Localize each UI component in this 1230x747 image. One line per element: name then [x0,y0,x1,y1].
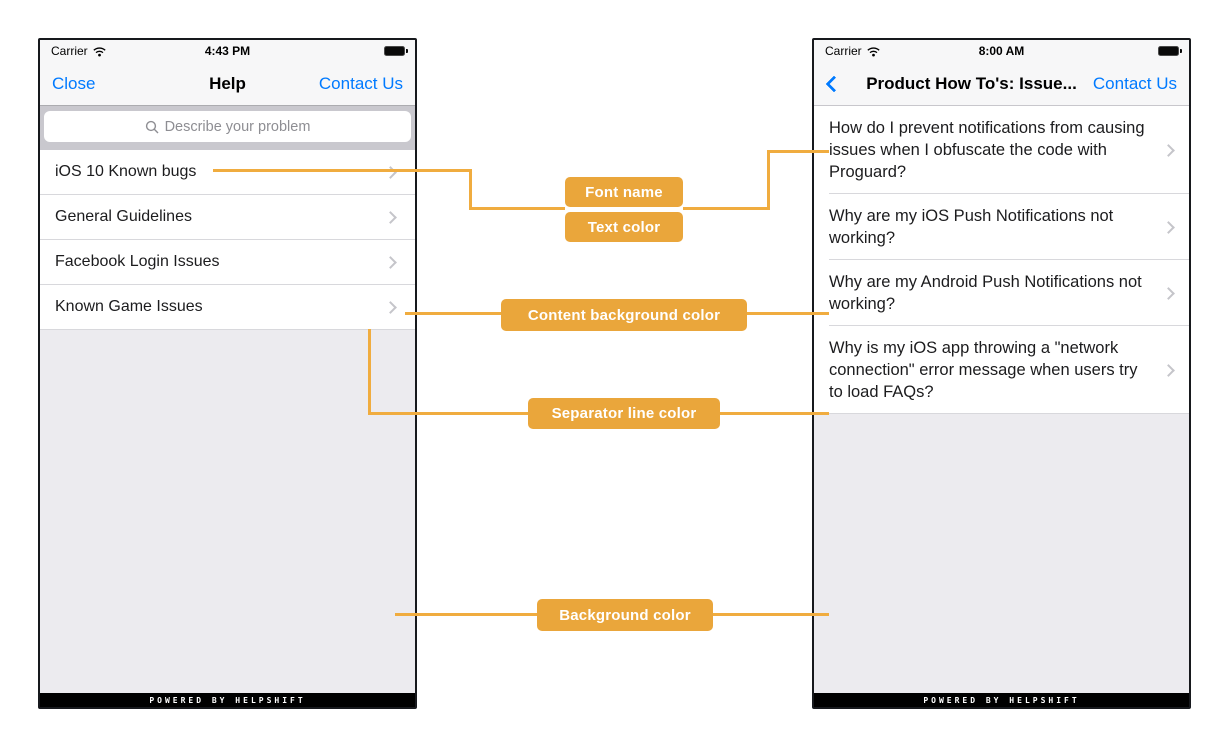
faq-row[interactable]: Why are my Android Push Notifications no… [814,260,1189,326]
carrier-text: Carrier [51,44,88,58]
connector-font-name-right-h2 [767,150,829,153]
contact-us-button[interactable]: Contact Us [318,73,403,93]
faq-row[interactable]: How do I prevent notifications from caus… [814,106,1189,194]
connector-font-name-left-h2 [469,207,565,210]
right-phone-screen: Carrier 8:00 AM Product How To's: Iss [814,40,1189,707]
connector-font-name-left-v [469,169,472,210]
annotation-font-name: Font name [565,177,683,207]
faq-section-list: iOS 10 Known bugs General Guidelines Fac… [40,150,415,330]
annotation-background-color: Background color [537,599,713,631]
list-item[interactable]: Known Game Issues [40,285,415,330]
clock: 8:00 AM [978,44,1025,58]
powered-by-helpshift-banner: POWERED BY HELPSHIFT [40,693,415,707]
connector-background-right [713,613,829,616]
list-item[interactable]: General Guidelines [40,195,415,240]
left-phone-frame: Carrier 4:43 PM Close Help Con [38,38,417,709]
connector-separator-right [720,412,829,415]
clock: 4:43 PM [204,44,251,58]
connector-font-name-right-h1 [683,207,770,210]
search-input[interactable]: Describe your problem [44,111,411,142]
faq-question-list: How do I prevent notifications from caus… [814,106,1189,414]
left-phone-screen: Carrier 4:43 PM Close Help Con [40,40,415,707]
chevron-right-icon [1162,363,1175,377]
close-button[interactable]: Close [52,73,96,93]
connector-font-name-right-v [767,150,770,210]
wifi-icon [93,46,106,57]
right-phone-frame: Carrier 8:00 AM Product How To's: Iss [812,38,1191,709]
chevron-right-icon [1162,220,1175,234]
chevron-right-icon [384,300,397,314]
carrier-text: Carrier [825,44,862,58]
status-bar: Carrier 8:00 AM [814,40,1189,62]
list-item[interactable]: iOS 10 Known bugs [40,150,415,195]
battery-icon [384,46,408,56]
status-bar: Carrier 4:43 PM [40,40,415,62]
annotation-content-background-color: Content background color [501,299,747,331]
back-chevron-icon[interactable] [825,75,843,92]
faq-row[interactable]: Why are my iOS Push Notifications not wo… [814,194,1189,260]
page-title: Product How To's: Issue... [866,73,1077,93]
nav-bar: Close Help Contact Us [40,62,415,105]
faq-row[interactable]: Why is my iOS app throwing a "network co… [814,326,1189,414]
connector-separator-left-h [368,412,528,415]
connector-font-name-left-h1 [213,169,471,172]
list-item[interactable]: Facebook Login Issues [40,240,415,285]
page-title: Help [209,73,246,93]
annotation-separator-line-color: Separator line color [528,398,720,429]
wifi-icon [867,46,880,57]
connector-content-bg-left [405,312,501,315]
carrier-label: Carrier [825,44,881,58]
contact-us-button[interactable]: Contact Us [1092,73,1177,93]
connector-content-bg-right [747,312,829,315]
battery-icon [1158,46,1182,56]
connector-background-left [395,613,537,616]
search-placeholder: Describe your problem [164,118,311,135]
chevron-right-icon [1162,143,1175,157]
annotation-text-color: Text color [565,212,683,242]
chevron-right-icon [384,210,397,224]
chevron-right-icon [384,165,397,179]
nav-bar: Product How To's: Issue... Contact Us [814,62,1189,106]
powered-by-helpshift-banner: POWERED BY HELPSHIFT [814,693,1189,707]
chevron-right-icon [384,255,397,269]
carrier-label: Carrier [51,44,107,58]
chevron-right-icon [1162,286,1175,300]
connector-separator-left-v [368,329,371,415]
search-bar-band: Describe your problem [40,105,415,150]
search-icon [145,120,159,133]
